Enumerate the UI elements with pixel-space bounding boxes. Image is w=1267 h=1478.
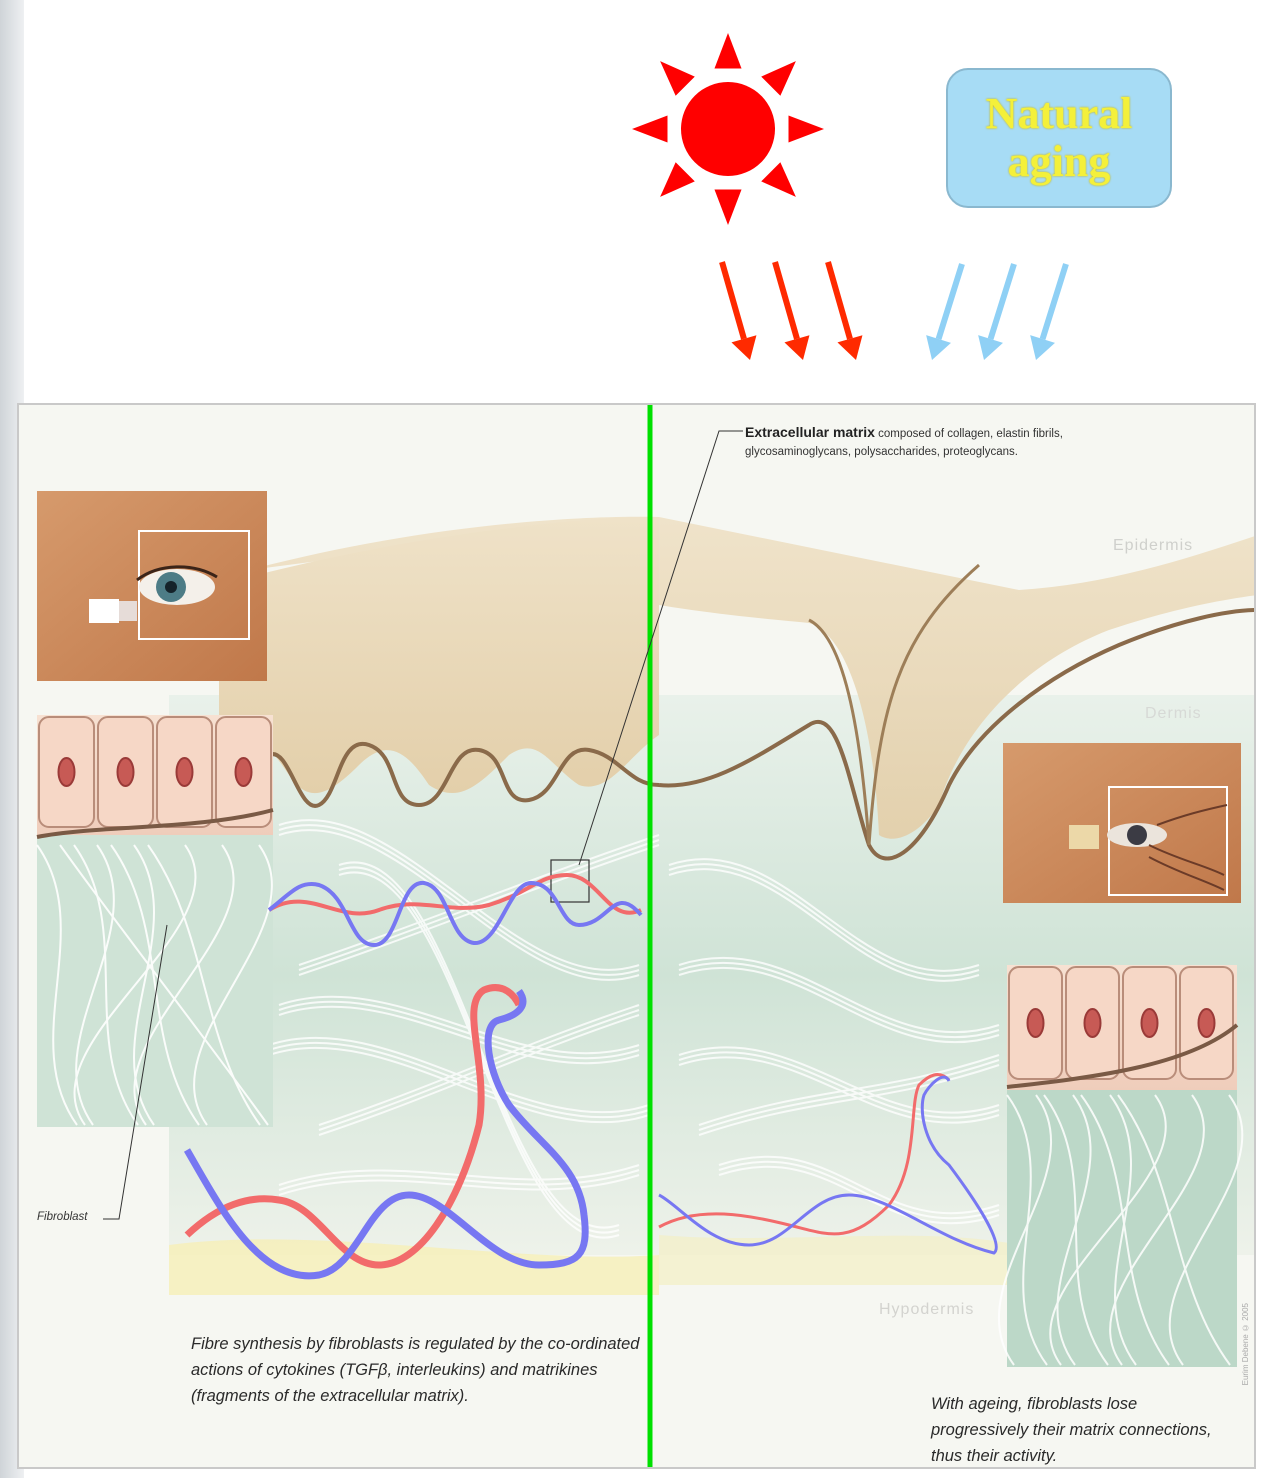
caption-aged-skin: With ageing, fibroblasts lose progressiv… — [931, 1391, 1231, 1469]
ecm-label-title: Extracellular matrix — [745, 424, 875, 440]
cell-nucleus — [1085, 1009, 1101, 1037]
aging-arrows — [926, 264, 1066, 360]
aging-arrow — [926, 264, 962, 360]
epidermis-label: Epidermis — [1113, 537, 1193, 555]
sun-ray — [714, 33, 741, 68]
illustration-credit: Eurim Debene © 2005 — [1241, 1303, 1250, 1385]
skin-illustration — [19, 405, 1256, 1469]
uv-radiation-arrows — [722, 262, 862, 360]
skin-aging-diagram: Extracellular matrix composed of collage… — [17, 403, 1256, 1469]
aged-eye-inset — [1003, 743, 1241, 903]
sun-ray — [761, 162, 796, 197]
sun-ray — [761, 61, 796, 96]
dermis-label: Dermis — [1145, 705, 1202, 723]
cell-nucleus — [59, 758, 75, 786]
sun-ray — [714, 190, 741, 225]
uv-arrow — [722, 262, 756, 360]
aged-dermis-inset — [999, 965, 1242, 1367]
sun-ray — [632, 115, 667, 142]
cell-nucleus — [118, 758, 134, 786]
sun-ray — [660, 162, 695, 197]
ecm-label: Extracellular matrix composed of collage… — [745, 423, 1065, 461]
young-eye-inset — [37, 491, 267, 681]
aging-arrow — [978, 264, 1014, 360]
cell-nucleus — [236, 758, 252, 786]
caption-young-skin: Fibre synthesis by fibroblasts is regula… — [191, 1331, 651, 1409]
young-dermis-inset — [37, 715, 273, 1127]
natural-aging-badge: Natural aging — [946, 68, 1172, 208]
natural-aging-label: Natural aging — [986, 90, 1133, 186]
hypodermis-label: Hypodermis — [879, 1301, 974, 1319]
sun-ray — [789, 115, 824, 142]
fibroblast-label: Fibroblast — [37, 1211, 88, 1223]
sun-ray — [660, 61, 695, 96]
aging-arrow — [1030, 264, 1066, 360]
cell-nucleus — [177, 758, 193, 786]
uv-arrow — [775, 262, 809, 360]
cell-nucleus — [1199, 1009, 1215, 1037]
cell-nucleus — [1142, 1009, 1158, 1037]
uv-arrow — [828, 262, 862, 360]
cell-nucleus — [1028, 1009, 1044, 1037]
